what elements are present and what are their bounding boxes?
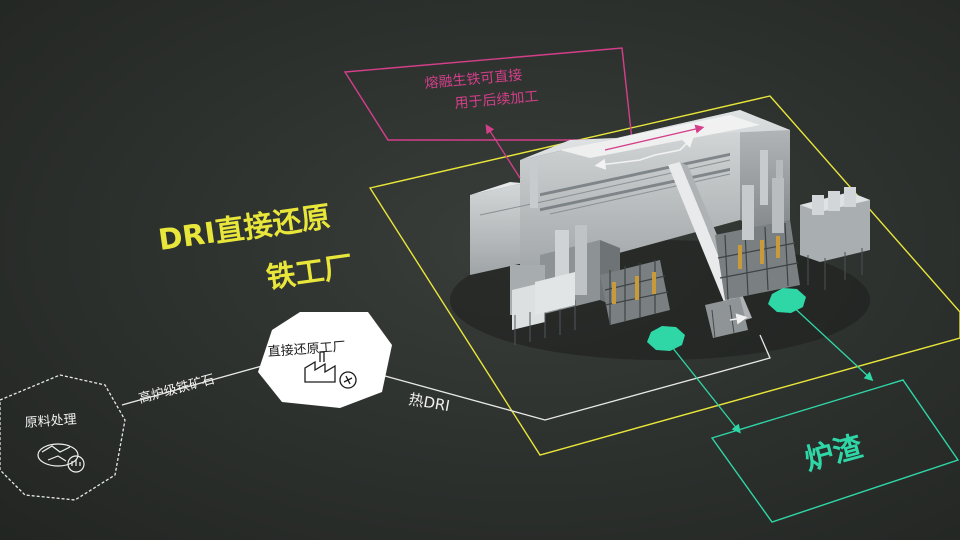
- slag-label: 炉渣: [801, 429, 867, 477]
- ore-icon: [37, 443, 85, 473]
- slag-tap-right: [768, 288, 806, 313]
- slag-box: [710, 379, 960, 523]
- slag-tap-left: [647, 326, 685, 351]
- slag-arrow-right: [787, 301, 874, 382]
- factory-icon: [304, 351, 357, 389]
- slag-arrow-left: [667, 341, 741, 434]
- raw-processing-node: [0, 374, 126, 501]
- molten-iron-label-line1: 熔融生铁可直接: [424, 67, 523, 92]
- raw-processing-label: 原料处理: [24, 412, 77, 431]
- molten-iron-label-line2: 用于后续加工: [454, 88, 539, 112]
- molten-iron-arrow-right: [604, 124, 705, 151]
- edge-hot-dri-line: [384, 334, 771, 421]
- dri-plant-node: [258, 312, 392, 408]
- edge-hot-dri-label: 热DRI: [407, 390, 451, 415]
- diagram-title-line2: 铁工厂: [264, 249, 355, 295]
- dri-plant-label: 直接还原工厂: [267, 339, 346, 360]
- diagram-title-line1: DRI直接还原: [156, 199, 332, 257]
- molten-iron-arrow-left: [485, 124, 521, 179]
- edge-ore-label: 高炉级铁矿石: [137, 371, 216, 407]
- edge-ore-line: [121, 365, 263, 406]
- factory-illustration: [450, 110, 870, 360]
